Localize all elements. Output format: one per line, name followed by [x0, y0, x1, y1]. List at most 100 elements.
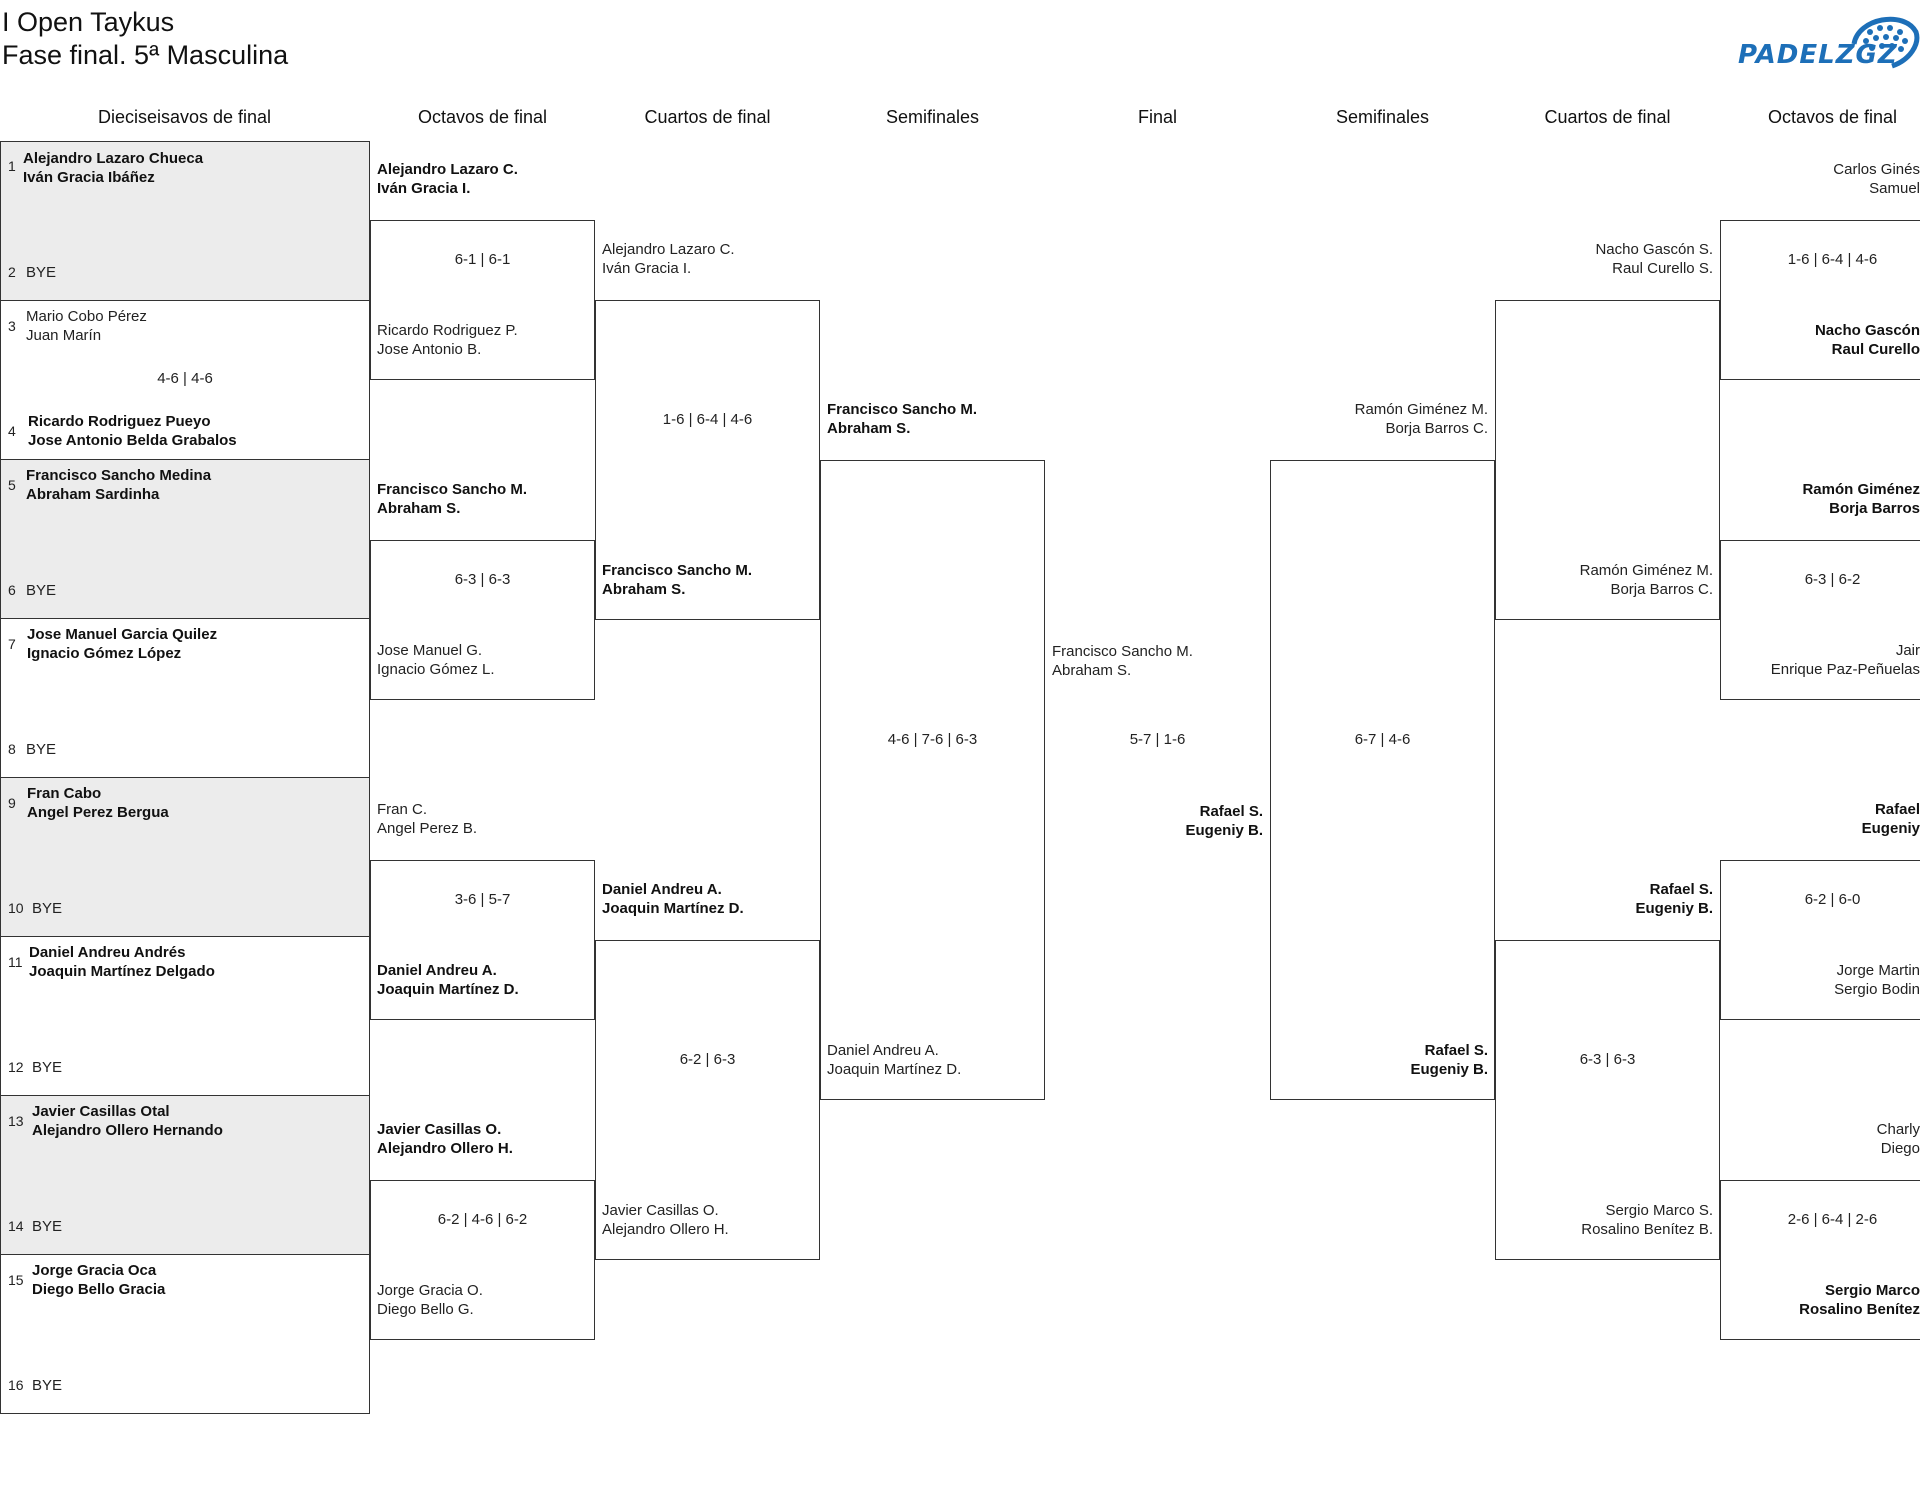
seed-number: 11 — [8, 954, 23, 970]
r32-match — [0, 1095, 370, 1255]
match-score: 1-6 | 6-4 | 4-6 — [662, 411, 753, 428]
team-player: Abraham S. — [827, 420, 911, 437]
team-player: Diego — [1880, 1140, 1920, 1157]
team-player: Eugeniy — [1861, 820, 1920, 837]
team-player: Daniel Andreu A. — [602, 881, 722, 898]
team-player: Ricardo Rodriguez P. — [377, 322, 518, 339]
r32-match — [0, 141, 370, 301]
header-r32: Dieciseisavos de final — [97, 107, 272, 127]
finalist-left-player: Abraham S. — [1052, 662, 1132, 679]
qf-match-bracket — [595, 940, 820, 1260]
team-player: Jose Manuel G. — [377, 642, 483, 659]
team-player: Francisco Sancho M. — [827, 401, 978, 418]
team-player: Rafael — [1874, 801, 1920, 818]
r16-right-match-bracket — [1720, 220, 1920, 380]
team-player: Carlos Ginés — [1833, 161, 1920, 178]
team-player: Alejandro Lazaro Chueca — [23, 150, 204, 167]
team-player: Borja Barros C. — [1385, 420, 1488, 437]
team-player: Borja Barros C. — [1610, 581, 1713, 598]
team-player: Sergio Bodin — [1834, 981, 1920, 998]
seed-number: 7 — [8, 636, 16, 652]
seed-number: 3 — [8, 318, 16, 334]
finalist-right-player: Rafael S. — [1199, 803, 1263, 820]
team-player: Rosalino Benítez — [1799, 1301, 1920, 1318]
team-player: Diego Bello G. — [377, 1301, 474, 1318]
team-player: Javier Casillas O. — [602, 1202, 719, 1219]
team-player: Sergio Marco S. — [1605, 1202, 1713, 1219]
team-player: Ignacio Gómez López — [27, 645, 182, 662]
team-player: Angel Perez B. — [377, 820, 478, 837]
team-player: Rafael S. — [1649, 881, 1713, 898]
team-player: Joaquin Martínez D. — [602, 900, 744, 917]
seed-number: 2 — [8, 264, 16, 280]
team-player: Ramón Giménez — [1802, 481, 1920, 498]
team-player: Rafael S. — [1424, 1042, 1488, 1059]
logo-wordmark: PADELZGZ — [1738, 40, 1898, 70]
sf-match-bracket — [820, 460, 1045, 1100]
seed-number: 16 — [8, 1377, 24, 1393]
seed-number: 12 — [8, 1059, 24, 1075]
tournament-name: I Open Taykus — [2, 7, 175, 37]
seed-number: 8 — [8, 741, 16, 757]
seed-number: 9 — [8, 795, 16, 811]
r16-match-bracket — [370, 1180, 595, 1340]
header-final: Final — [1137, 107, 1177, 127]
seed-number: 5 — [8, 477, 16, 493]
bye-label: BYE — [26, 582, 57, 599]
header-sf-right: Semifinales — [1335, 107, 1430, 127]
r16-match-bracket — [370, 220, 595, 380]
bye-label: BYE — [32, 1218, 63, 1235]
match-score: 6-2 | 4-6 | 6-2 — [437, 1211, 528, 1228]
team-player: Ricardo Rodriguez Pueyo — [28, 413, 211, 430]
seed-number: 13 — [8, 1113, 24, 1129]
team-player: Raul Curello S. — [1612, 260, 1713, 277]
team-player: Javier Casillas Otal — [32, 1103, 170, 1120]
header-r16-right: Octavos de final — [1767, 107, 1898, 127]
team-player: Eugeniy B. — [1410, 1061, 1488, 1078]
team-player: Iván Gracia I. — [602, 260, 692, 277]
finalist-left-player: Francisco Sancho M. — [1052, 643, 1193, 660]
team-player: Francisco Sancho Medina — [26, 467, 212, 484]
team-player: Alejandro Ollero H. — [377, 1140, 513, 1157]
sf-right-match-bracket — [1270, 460, 1495, 1100]
team-player: Borja Barros — [1829, 500, 1920, 517]
r16-right-match-bracket — [1720, 860, 1920, 1020]
team-player: Raul Curello — [1831, 341, 1920, 358]
team-player: Francisco Sancho M. — [602, 562, 753, 579]
seed-number: 1 — [8, 158, 16, 174]
seed-number: 6 — [8, 582, 16, 598]
r16-match-bracket — [370, 540, 595, 700]
phase-subtitle: Fase final. 5ª Masculina — [2, 40, 289, 70]
match-score: 2-6 | 6-4 | 2-6 — [1787, 1211, 1878, 1228]
team-player: Jose Manuel Garcia Quilez — [27, 626, 218, 643]
seed-number: 14 — [8, 1218, 24, 1234]
padelzgz-logo: PADELZGZ — [1738, 10, 1920, 80]
team-player: Jorge Gracia O. — [377, 1282, 483, 1299]
team-player: Jose Antonio B. — [377, 341, 482, 358]
team-player: Daniel Andreu A. — [827, 1042, 939, 1059]
match-score: 6-3 | 6-2 — [1804, 571, 1861, 588]
bye-label: BYE — [26, 741, 57, 758]
match-score: 4-6 | 7-6 | 6-3 — [887, 731, 978, 748]
match-score: 4-6 | 4-6 — [157, 370, 213, 387]
page-title: I Open Taykus Fase final. 5ª Masculina — [2, 6, 288, 72]
team-player: Nacho Gascón — [1814, 322, 1920, 339]
team-player: Javier Casillas O. — [377, 1121, 502, 1138]
team-player: Jorge Gracia Oca — [32, 1262, 157, 1279]
team-player: Joaquin Martínez D. — [827, 1061, 962, 1078]
bye-label: BYE — [32, 900, 63, 917]
team-player: Ramón Giménez M. — [1579, 562, 1713, 579]
r32-match — [0, 1254, 370, 1414]
team-player: Alejandro Ollero Hernando — [32, 1122, 223, 1139]
team-player: Iván Gracia Ibáñez — [23, 169, 155, 186]
qf-right-match-bracket — [1495, 940, 1720, 1260]
team-player: Enrique Paz-Peñuelas — [1770, 661, 1920, 678]
team-player: Nacho Gascón S. — [1595, 241, 1713, 258]
header-sf: Semifinales — [885, 107, 980, 127]
match-score: 1-6 | 6-4 | 4-6 — [1787, 251, 1878, 268]
team-player: Joaquin Martínez Delgado — [29, 963, 215, 980]
bye-label: BYE — [26, 264, 57, 281]
r32-match — [0, 459, 370, 619]
match-score: 6-1 | 6-1 — [454, 251, 511, 268]
team-player: Abraham Sardinha — [26, 486, 160, 503]
